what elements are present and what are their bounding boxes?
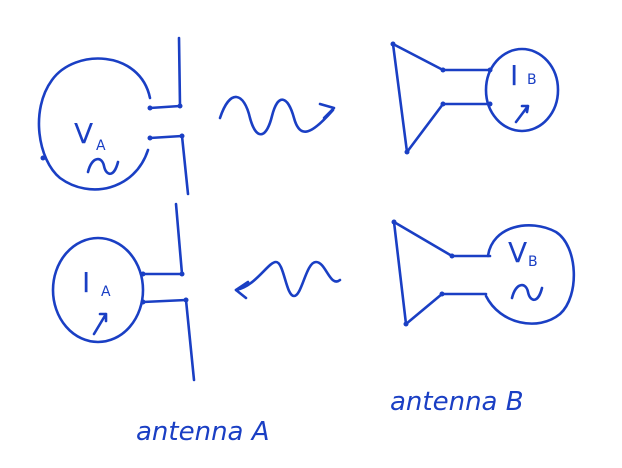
- top-right-meter-circuit: I B: [390, 41, 560, 155]
- wire-junction: [147, 135, 153, 141]
- feed-wire-lower-top: [148, 134, 184, 140]
- meter-circle-ib: [484, 47, 560, 133]
- dipole-upper-arm-bottom: [174, 202, 184, 276]
- feed-wire-lower-bottom: [141, 298, 188, 304]
- wire-junction: [440, 67, 446, 73]
- arrow-right-icon: [318, 102, 336, 120]
- source-symbol-vb: V: [508, 236, 527, 269]
- wire-junction: [403, 321, 409, 327]
- wire-junction: [390, 41, 396, 47]
- ac-tilde-icon: [510, 283, 544, 302]
- meter-circle-ia: [51, 236, 145, 344]
- arrow-left-icon: [234, 280, 250, 300]
- dipole-lower-arm-top: [180, 134, 190, 196]
- incoming-wave: [234, 260, 342, 300]
- wire-junction: [440, 101, 446, 107]
- source-circle-va: [37, 57, 152, 191]
- meter-symbol-ib: I: [510, 59, 518, 92]
- source-subscript-va: A: [96, 138, 106, 154]
- feed-wire-upper-top: [148, 104, 182, 110]
- bottom-left-meter-circuit: I A: [51, 202, 196, 382]
- horn-antenna-bottom: [392, 220, 454, 326]
- wire-junction: [147, 105, 153, 111]
- source-symbol-va: V: [74, 117, 93, 150]
- wire-junction: [140, 271, 146, 277]
- bottom-right-source-circuit: V B: [391, 219, 576, 327]
- meter-subscript-ib: B: [527, 72, 537, 88]
- source-circle-vb: [484, 224, 576, 325]
- source-subscript-vb: B: [528, 254, 538, 270]
- label-antenna-b: antenna B: [390, 387, 524, 417]
- wire-junction: [391, 219, 397, 225]
- ac-tilde-icon: [86, 157, 120, 176]
- wire-junction: [40, 155, 46, 161]
- wire-junction: [179, 133, 185, 139]
- wire-junction: [449, 253, 455, 259]
- wire-junction: [179, 271, 185, 277]
- wire-junction: [404, 149, 410, 155]
- horn-antenna-top: [391, 42, 445, 154]
- top-left-source-circuit: V A: [37, 36, 190, 196]
- dipole-upper-arm-top: [177, 36, 182, 108]
- label-antenna-a: antenna A: [136, 417, 270, 447]
- current-arrow-icon: [514, 104, 530, 124]
- dipole-lower-arm-bottom: [184, 298, 196, 382]
- wave-squiggle-left: [234, 260, 342, 298]
- current-arrow-icon: [92, 312, 108, 336]
- meter-symbol-ia: I: [82, 266, 90, 299]
- wave-squiggle-right: [218, 95, 335, 136]
- wire-junction: [183, 297, 189, 303]
- wire-junction: [140, 299, 146, 305]
- wire-junction: [177, 103, 183, 109]
- meter-subscript-ia: A: [101, 284, 111, 300]
- outgoing-wave: [218, 95, 336, 136]
- wire-junction: [439, 291, 445, 297]
